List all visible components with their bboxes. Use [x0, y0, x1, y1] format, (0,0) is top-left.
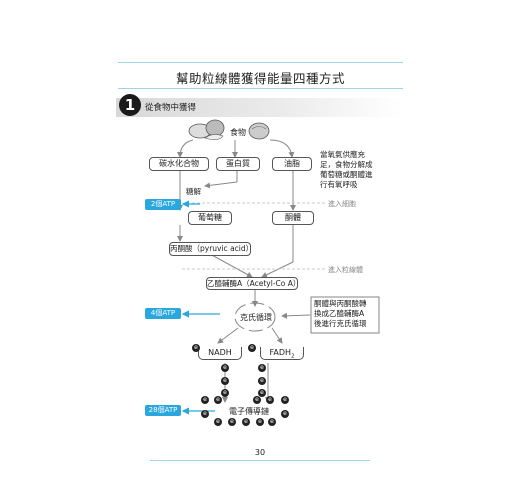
atp-badge-2: 2個ATP — [145, 199, 181, 210]
electron-icon: e — [266, 396, 274, 404]
electron-icon: e — [258, 377, 266, 385]
fadh2-box: FADH2 — [260, 347, 304, 360]
krebs-cycle-label: 克氏循環 — [240, 313, 272, 322]
ketone-box: 酮體 — [272, 211, 314, 225]
electron-icon: e — [253, 396, 261, 404]
electron-icon: e — [281, 396, 289, 404]
electron-icon: e — [281, 410, 289, 418]
fat-box: 油脂 — [272, 157, 312, 171]
ketone-note: 酮體與丙酮酸轉 換成乙醯輔酶A 後進行克氏循環 — [314, 299, 367, 328]
glucose-box: 葡萄糖 — [188, 211, 232, 225]
food-label: 食物 — [230, 128, 246, 137]
electron-icon: e — [192, 344, 200, 352]
bottom-rule — [150, 460, 370, 461]
electron-icon: e — [248, 344, 256, 352]
electron-icon: e — [228, 418, 236, 426]
title-rule — [118, 88, 403, 89]
electron-icon: e — [221, 364, 229, 372]
electron-icon: e — [214, 418, 222, 426]
electron-icon: e — [201, 396, 209, 404]
electron-icon: e — [201, 410, 209, 418]
protein-box: 蛋白質 — [216, 157, 260, 171]
electron-icon: e — [221, 377, 229, 385]
section-number-badge: 1 — [119, 94, 141, 116]
page-title: 幫助粒線體獲得能量四種方式 — [175, 71, 345, 86]
food-illustration — [188, 119, 270, 140]
electron-icon: e — [214, 396, 222, 404]
electron-icon: e — [258, 389, 266, 397]
section-band — [116, 98, 403, 117]
atp-badge-4: 4個ATP — [145, 308, 181, 319]
nadh-box: NADH — [198, 347, 242, 360]
page-number: 30 — [254, 448, 266, 457]
enter-cell-label: 進入細胞 — [328, 200, 356, 208]
glycolysis-label: 糖解 — [186, 187, 201, 196]
section-title: 從食物中獲得 — [145, 103, 197, 113]
atp-badge-28: 28個ATP — [145, 405, 181, 416]
electron-icon: e — [242, 418, 250, 426]
electron-icon: e — [256, 418, 264, 426]
enter-mito-label: 進入粒線體 — [328, 266, 363, 274]
pyruvate-box: 丙酮酸（pyruvic acid） — [169, 242, 253, 256]
acetyl-coa-box: 乙醯輔酶A（Acetyl-Co A） — [206, 277, 301, 290]
electron-icon: e — [258, 364, 266, 372]
electron-icon: e — [221, 389, 229, 397]
carbohydrate-box: 碳水化合物 — [149, 157, 209, 171]
top-rule — [118, 62, 403, 63]
electron-icon: e — [268, 418, 276, 426]
electron-transport-chain-label: 電子傳導鏈 — [229, 407, 269, 416]
oxygen-note: 當氧氣供應充 足，食物分解成 葡萄糖或酮體進 行有氧呼吸 — [320, 150, 373, 189]
